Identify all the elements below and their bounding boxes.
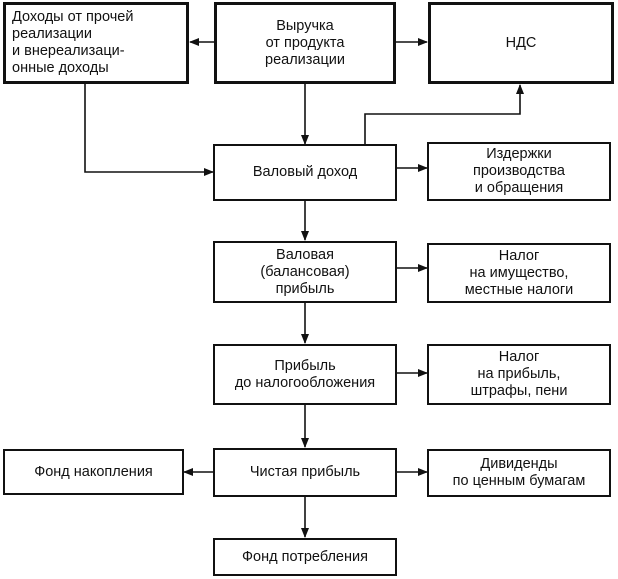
box-vat: НДС <box>428 2 614 84</box>
profit-tax-label: Налог на прибыль, штрафы, пени <box>470 349 568 399</box>
box-costs: Издержки производства и обращения <box>427 142 611 201</box>
other-income-label: Доходы от прочей реализации и внереализа… <box>12 9 134 76</box>
box-consumption-fund: Фонд потребления <box>213 538 397 576</box>
pretax-profit-label: Прибыль до налогообложения <box>234 357 376 391</box>
box-profit-tax: Налог на прибыль, штрафы, пени <box>427 344 611 405</box>
costs-label: Издержки производства и обращения <box>473 146 565 196</box>
box-gross-profit: Валовая (балансовая) прибыль <box>213 241 397 303</box>
consumption-fund-label: Фонд потребления <box>242 548 368 565</box>
box-property-tax: Налог на имущество, местные налоги <box>427 243 611 303</box>
accumulation-fund-label: Фонд накопления <box>34 463 153 480</box>
box-pretax-profit: Прибыль до налогообложения <box>213 344 397 405</box>
property-tax-label: Налог на имущество, местные налоги <box>464 247 574 298</box>
net-profit-label: Чистая прибыль <box>249 464 361 480</box>
gross-profit-label: Валовая (балансовая) прибыль <box>260 246 350 297</box>
box-net-profit: Чистая прибыль <box>213 448 397 497</box>
arrow-gross-income-to-vat <box>364 84 524 144</box>
box-revenue: Выручка от продукта реализации <box>214 2 396 84</box>
box-accumulation-fund: Фонд накопления <box>3 449 184 495</box>
dividends-label: Дивиденды по ценным бумагам <box>452 456 586 489</box>
box-gross-income: Валовый доход <box>213 144 397 201</box>
revenue-label: Выручка от продукта реализации <box>265 17 345 68</box>
box-dividends: Дивиденды по ценным бумагам <box>427 449 611 497</box>
box-other-income: Доходы от прочей реализации и внереализа… <box>3 2 189 84</box>
gross-income-label: Валовый доход <box>252 164 358 180</box>
arrow-other-income-to-gross-income <box>84 84 214 176</box>
vat-label: НДС <box>505 34 537 51</box>
